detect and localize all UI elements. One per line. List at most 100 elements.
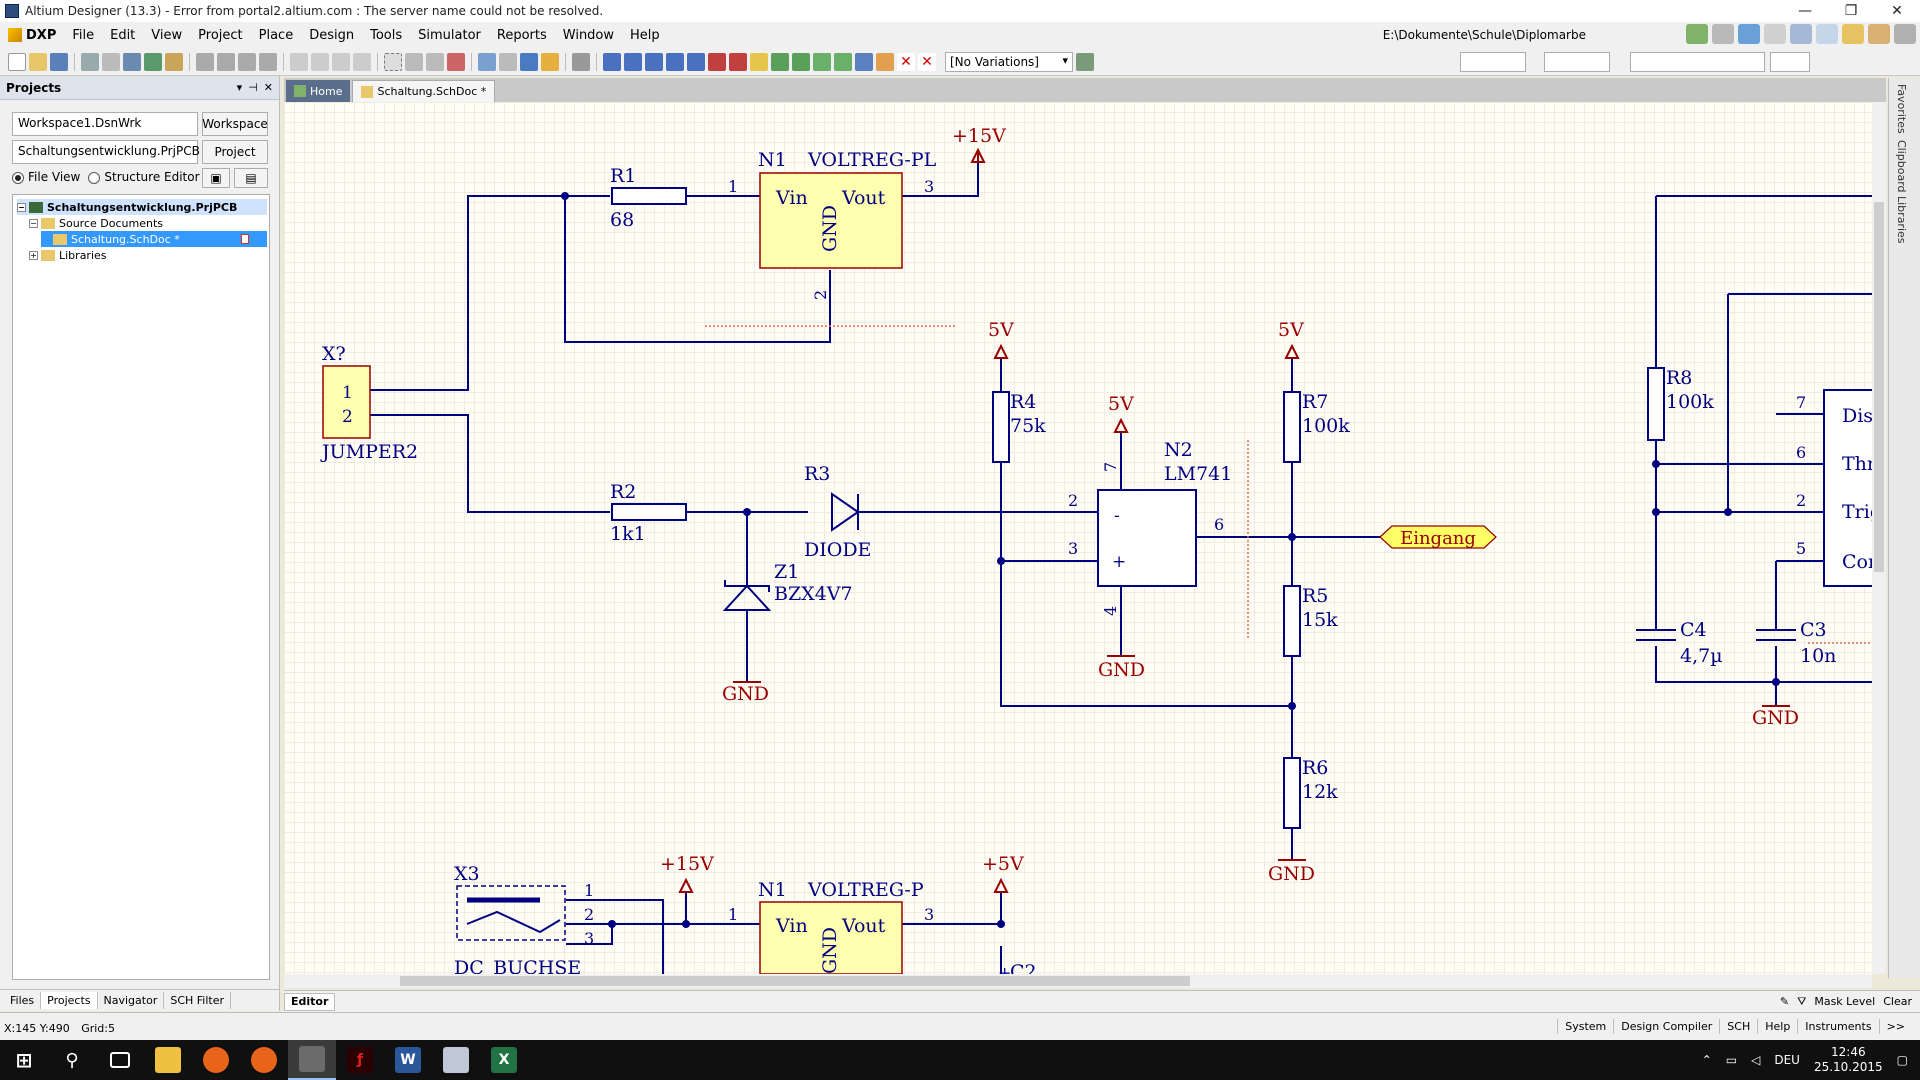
vcc-power-port-icon[interactable] <box>729 52 747 71</box>
status-more-button[interactable]: >> <box>1878 1019 1912 1034</box>
undo-icon[interactable] <box>478 52 496 71</box>
copy-icon[interactable] <box>311 52 329 71</box>
menu-project[interactable]: Project <box>198 27 243 43</box>
paste-icon[interactable] <box>332 52 350 71</box>
menu-help[interactable]: Help <box>630 27 660 43</box>
tree-source-documents-node[interactable]: − Source Documents <box>29 215 163 231</box>
toolbar-combo-3[interactable] <box>1630 52 1765 72</box>
select-area-icon[interactable] <box>384 52 402 71</box>
collapse-icon[interactable]: − <box>29 218 38 228</box>
toolbar-combo-2[interactable] <box>1544 52 1610 72</box>
down-arrow-icon[interactable] <box>1816 24 1838 44</box>
print-icon[interactable] <box>81 52 99 71</box>
expand-icon[interactable]: + <box>29 250 38 260</box>
tab-navigator[interactable]: Navigator <box>98 992 165 1009</box>
close-window-button[interactable]: ✕ <box>1891 3 1903 19</box>
move-icon[interactable] <box>405 52 423 71</box>
pencil-icon[interactable]: ✎ <box>1779 995 1790 1008</box>
taskbar-word[interactable]: W <box>384 1040 432 1080</box>
menu-design[interactable]: Design <box>309 27 355 43</box>
print-preview-icon[interactable] <box>102 52 120 71</box>
net-label-eingang[interactable] <box>1379 525 1497 549</box>
notifications-icon[interactable]: ▢ <box>1896 1053 1908 1067</box>
menu-reports[interactable]: Reports <box>496 27 547 43</box>
horizontal-scrollbar[interactable] <box>284 974 1872 988</box>
mask-level-button[interactable]: Mask Level <box>1814 995 1876 1008</box>
toolbar-combo-4[interactable] <box>1770 52 1810 72</box>
timer-ic-body[interactable] <box>1823 389 1872 587</box>
taskbar-explorer[interactable] <box>144 1040 192 1080</box>
place-signal-harness-icon[interactable] <box>645 52 663 71</box>
restore-button[interactable]: ❐ <box>1844 3 1858 19</box>
workspace-button[interactable]: Workspace <box>202 112 268 136</box>
zener-z1[interactable] <box>722 580 772 611</box>
toolbar-combo-1[interactable] <box>1460 52 1526 72</box>
menu-file[interactable]: File <box>72 27 95 43</box>
open-icon[interactable] <box>29 52 47 71</box>
tab-projects[interactable]: Projects <box>41 992 98 1009</box>
place-net-label-icon[interactable] <box>687 52 705 71</box>
place-sheet-symbol-icon[interactable] <box>771 52 789 71</box>
cut-icon[interactable] <box>290 52 308 71</box>
dc-buchse-outline[interactable] <box>456 885 566 941</box>
new-icon[interactable] <box>8 52 26 71</box>
side-tab-favorites[interactable]: Favorites <box>1895 84 1908 134</box>
home-nav-icon[interactable] <box>1738 24 1760 44</box>
stack-icon[interactable] <box>1790 24 1812 44</box>
language-indicator[interactable]: DEU <box>1774 1053 1800 1067</box>
deselect-icon[interactable] <box>426 52 444 71</box>
no-erc-generic-icon[interactable]: ✕ <box>918 52 936 71</box>
rubber-stamp-icon[interactable] <box>353 52 371 71</box>
place-bus-entry-icon[interactable] <box>666 52 684 71</box>
status-system-button[interactable]: System <box>1557 1019 1613 1034</box>
compile-icon-button[interactable]: ▣ <box>202 168 230 188</box>
back-nav-icon[interactable] <box>1712 24 1734 44</box>
tree-project-node[interactable]: − Schaltungsentwicklung.PrjPCB <box>17 199 267 215</box>
project-options-icon-button[interactable]: ▤ <box>234 168 268 188</box>
network-icon[interactable]: ▭ <box>1725 1053 1738 1067</box>
schematic-svg[interactable]: R1 68 N1 VOLTREG-PL Vin Vout GND 1 3 2 X… <box>284 102 1872 974</box>
project-field[interactable]: Schaltungsentwicklung.PrjPCB <box>12 140 200 164</box>
opamp-n2-body[interactable] <box>1097 489 1197 587</box>
task-view-button[interactable] <box>96 1040 144 1080</box>
menu-view[interactable]: View <box>151 27 183 43</box>
zoom-in-icon[interactable] <box>259 52 277 71</box>
panel-close-icon[interactable]: ✕ <box>263 81 273 94</box>
clear-filter-icon[interactable] <box>447 52 465 71</box>
taskbar-firefox[interactable] <box>192 1040 240 1080</box>
filter-icon[interactable]: ⛛ <box>1797 994 1807 1008</box>
place-harness-entry-icon[interactable] <box>855 52 873 71</box>
variant-manager-icon[interactable] <box>1076 52 1094 71</box>
menu-simulator[interactable]: Simulator <box>418 27 481 43</box>
up-down-hierarchy-icon[interactable] <box>520 52 538 71</box>
no-erc-icon[interactable]: ✕ <box>897 52 915 71</box>
start-button[interactable]: ⊞ <box>0 1040 48 1080</box>
taskbar-viewer[interactable] <box>432 1040 480 1080</box>
vertical-scrollbar[interactable] <box>1872 102 1886 974</box>
menu-edit[interactable]: Edit <box>110 27 136 43</box>
menu-tools[interactable]: Tools <box>370 27 403 43</box>
place-port-icon[interactable] <box>876 52 894 71</box>
zoom-area-icon[interactable] <box>217 52 235 71</box>
diode-d3[interactable] <box>831 492 860 532</box>
panel-menu-icon[interactable]: ▾ <box>236 81 243 94</box>
tab-sch-filter[interactable]: SCH Filter <box>164 992 232 1009</box>
side-tab-clipboard[interactable]: Clipboard <box>1895 140 1908 193</box>
project-button[interactable]: Project <box>202 140 268 164</box>
device-sheet-icon[interactable] <box>144 52 162 71</box>
minimize-button[interactable]: — <box>1798 3 1812 19</box>
resistor-r8[interactable] <box>1647 367 1665 441</box>
browse-component-icon[interactable] <box>572 52 590 71</box>
place-sheet-entry-icon[interactable] <box>792 52 810 71</box>
status-help-button[interactable]: Help <box>1757 1019 1797 1034</box>
file-view-radio[interactable]: File View <box>12 170 80 184</box>
document-path-dropdown[interactable]: E:\Dokumente\Schule\Diplomarbe <box>1382 28 1586 42</box>
place-part-icon[interactable] <box>750 52 768 71</box>
tab-home[interactable]: Home <box>286 80 351 102</box>
menu-window[interactable]: Window <box>562 27 615 43</box>
tree-schdoc-node[interactable]: Schaltung.SchDoc * <box>41 231 267 247</box>
resistor-r1[interactable] <box>611 187 687 205</box>
jumper-x-body[interactable] <box>322 365 371 439</box>
status-sch-button[interactable]: SCH <box>1719 1019 1757 1034</box>
collapse-icon[interactable]: − <box>17 202 26 212</box>
